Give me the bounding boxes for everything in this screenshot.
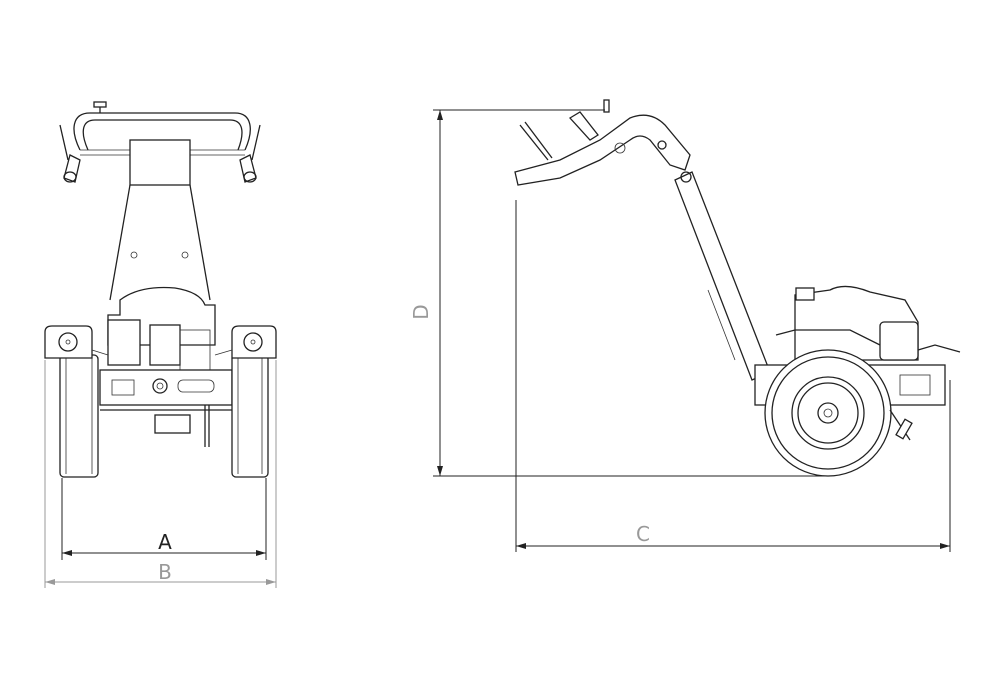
handlebar bbox=[59, 101, 261, 183]
side-view bbox=[514, 99, 961, 477]
dimension-d-label: D bbox=[409, 304, 433, 319]
front-view bbox=[44, 101, 277, 478]
control-box bbox=[129, 139, 191, 186]
right-wheel bbox=[231, 325, 277, 478]
handle-tube bbox=[674, 171, 771, 381]
side-engine bbox=[775, 285, 961, 361]
side-wheel bbox=[764, 349, 892, 477]
left-wheel bbox=[44, 325, 99, 478]
dimension-a: A bbox=[61, 478, 267, 560]
gearbox bbox=[99, 369, 233, 406]
dimension-b-label: B bbox=[158, 560, 172, 584]
dimension-d: D bbox=[409, 109, 830, 477]
dimension-c: C bbox=[515, 200, 951, 552]
engine bbox=[107, 286, 216, 371]
column bbox=[109, 184, 211, 301]
dimension-b: B bbox=[44, 360, 277, 588]
handle bbox=[514, 99, 691, 186]
dimension-c-label: C bbox=[636, 522, 650, 546]
dimension-a-label: A bbox=[158, 530, 172, 554]
